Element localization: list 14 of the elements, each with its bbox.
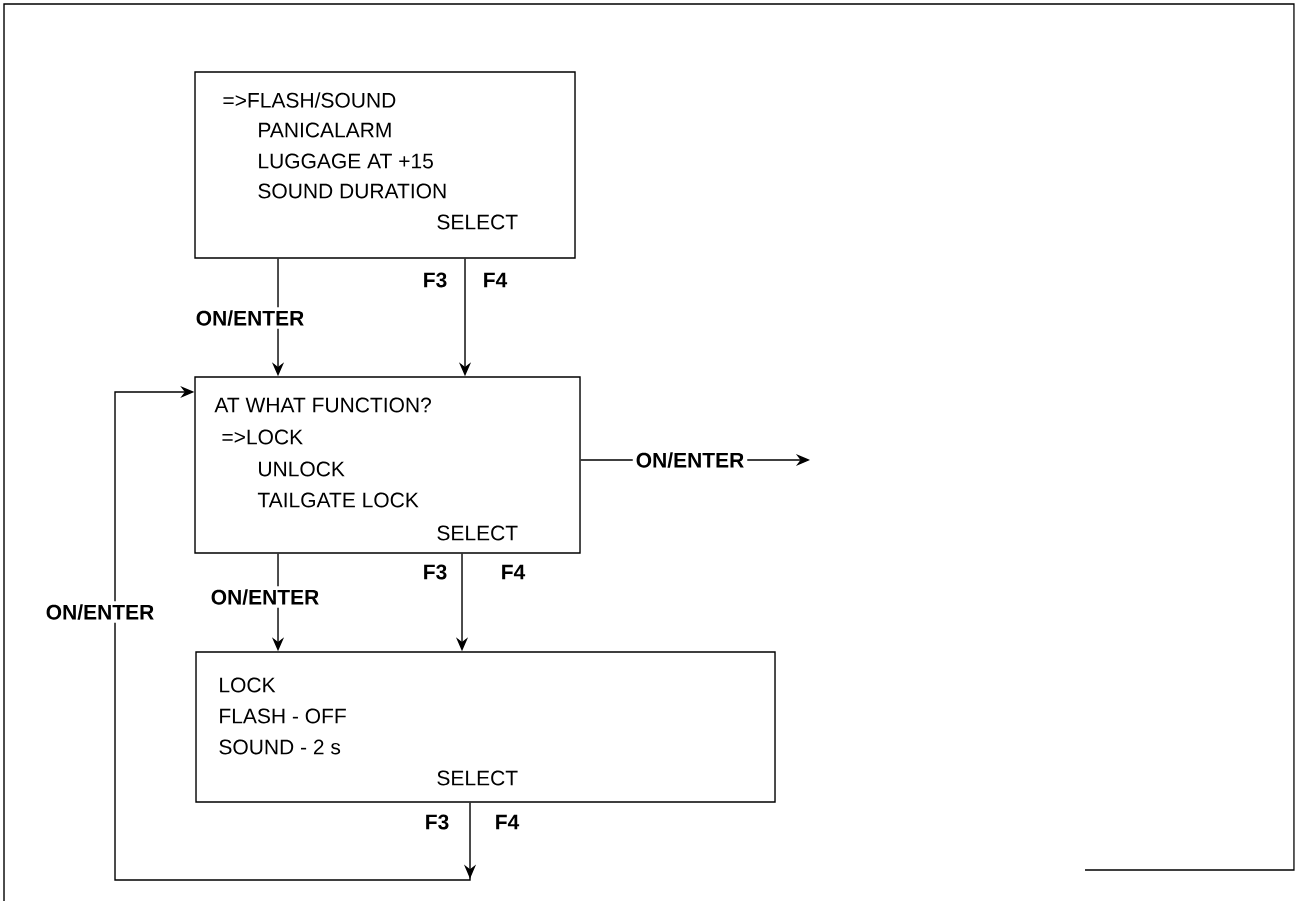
- key-label: F3: [424, 272, 447, 288]
- key-label: F3: [426, 814, 449, 830]
- key-label: F4: [484, 272, 508, 288]
- edge-label: ON/ENTER: [192, 307, 308, 329]
- edge-label: ON/ENTER: [207, 586, 323, 608]
- display-screen: LOCK FLASH - OFF SOUND - 2 s SELECT: [195, 651, 776, 803]
- edge-label: ON/ENTER: [42, 601, 158, 623]
- edge-label: ON/ENTER: [632, 449, 748, 471]
- key-label: F4: [502, 564, 526, 580]
- display-screen: AT WHAT FUNCTION? =>LOCK UNLOCK TAILGATE LOCK SELECT: [194, 376, 581, 554]
- arrow: [114, 385, 477, 881]
- key-label: F4: [496, 814, 520, 830]
- display-screen: =>FLASH/SOUND PANICALARM LUGGAGE AT +15 SOUND DURATION SELECT: [194, 71, 576, 259]
- key-label: F3: [424, 564, 447, 580]
